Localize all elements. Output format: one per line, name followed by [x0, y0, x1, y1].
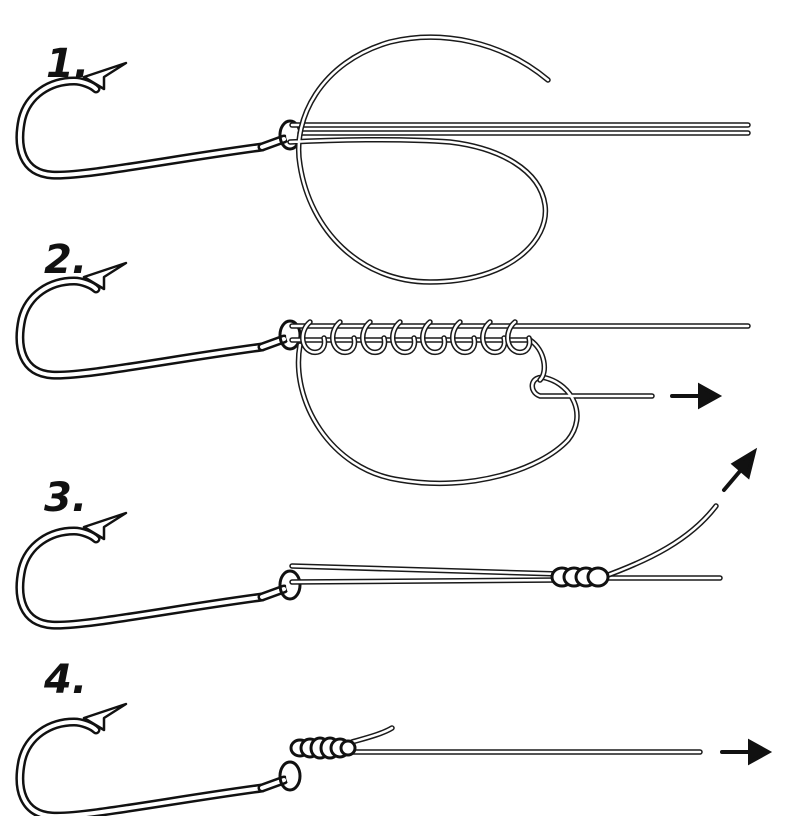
step-3-illustration	[20, 447, 758, 625]
step-2-illustration	[20, 263, 751, 487]
wrap-coils-icon	[550, 566, 610, 588]
step-3-label: 3.	[44, 475, 88, 521]
wrap-coils-icon	[289, 736, 357, 760]
fish-hook-icon	[20, 704, 300, 816]
step-2-label: 2.	[44, 237, 88, 283]
step-4-label: 4.	[44, 657, 88, 703]
fish-hook-icon	[20, 63, 300, 175]
fish-hook-icon	[20, 263, 300, 375]
line-loop-icon	[347, 725, 703, 755]
pull-arrow-icon	[670, 382, 723, 410]
fish-hook-icon	[20, 513, 300, 625]
pull-arrow-icon	[720, 738, 773, 766]
line-loop-icon	[287, 34, 751, 285]
line-loop-icon	[289, 503, 723, 585]
wrap-coils-icon	[289, 319, 751, 487]
step-1-illustration	[20, 34, 751, 285]
step-4-illustration	[20, 704, 773, 816]
pull-arrow-icon	[722, 447, 758, 492]
